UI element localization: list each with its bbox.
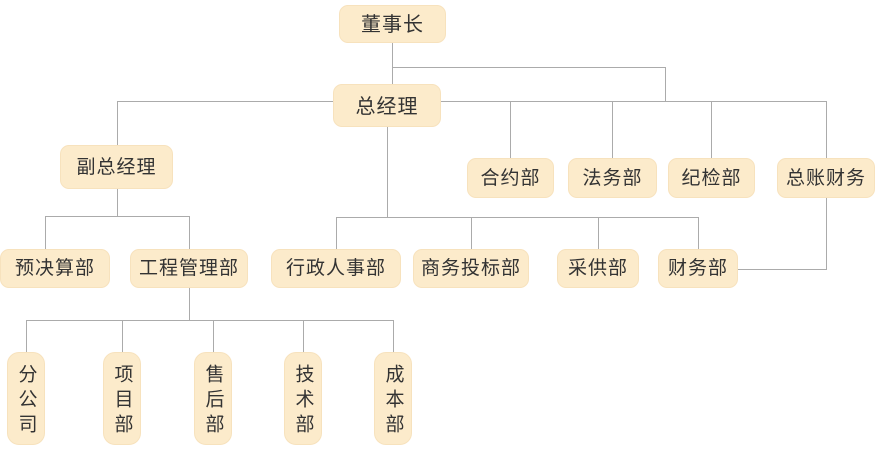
org-node-discipline-inspection-dept: 纪检部 (668, 158, 755, 198)
org-node-business-bidding-dept: 商务投标部 (413, 249, 529, 288)
org-node-cost-dept: 成本部 (374, 352, 412, 445)
connector-deputy-gm-stem (117, 189, 118, 216)
connector-drop-cost (393, 320, 394, 352)
connector-drop-contract (510, 101, 511, 158)
org-node-after-sales-dept: 售后部 (194, 352, 232, 445)
connector-drop-after-sales (213, 320, 214, 352)
connector-drop-finance (698, 217, 699, 249)
connector-drop-technology (303, 320, 304, 352)
org-node-branch-company: 分公司 (7, 352, 45, 445)
connector-drop-ledger (826, 101, 827, 158)
org-node-technology-dept: 技术部 (284, 352, 322, 445)
org-node-budget-final-accounts-dept: 预决算部 (0, 249, 110, 288)
connector-drop-deputy-gm (117, 101, 118, 145)
org-node-deputy-general-manager: 副总经理 (60, 145, 173, 189)
org-node-project-dept: 项目部 (103, 352, 141, 445)
connector-drop-project (122, 320, 123, 352)
connector-drop-budget (45, 216, 46, 249)
org-node-chairman: 董事长 (339, 5, 446, 43)
connector-drop-legal (612, 101, 613, 158)
org-node-contract-dept: 合约部 (467, 158, 554, 198)
org-node-general-ledger-finance: 总账财务 (777, 158, 875, 198)
connector-drop-admin-hr (336, 217, 337, 249)
connector-ledger-stem (826, 198, 827, 269)
org-node-finance-dept: 财务部 (658, 249, 738, 288)
org-node-engineering-management-dept: 工程管理部 (130, 249, 248, 288)
rail-gm-bottom-children (336, 217, 698, 218)
org-node-legal-dept: 法务部 (568, 158, 657, 198)
org-node-procurement-supply-dept: 采供部 (557, 249, 639, 288)
connector-drop-procurement (598, 217, 599, 249)
connector-drop-discipline (711, 101, 712, 158)
connector-finance-ledger (738, 269, 827, 270)
rail-gm-right-children (441, 101, 827, 102)
connector-drop-engineering (189, 216, 190, 249)
connector-chairman-elbow (392, 67, 665, 68)
connector-drop-branch (26, 320, 27, 352)
connector-engineering-stem (189, 288, 190, 320)
connector-chairman-elbow-down (665, 67, 666, 101)
rail-gm-left (117, 101, 333, 102)
rail-engineering-children (26, 320, 394, 321)
connector-gm-stem (387, 127, 388, 217)
org-node-admin-hr-dept: 行政人事部 (271, 249, 401, 288)
connector-chairman-gm (392, 43, 393, 84)
connector-drop-bidding (471, 217, 472, 249)
rail-deputy-gm-children (45, 216, 190, 217)
org-node-general-manager: 总经理 (333, 84, 441, 127)
